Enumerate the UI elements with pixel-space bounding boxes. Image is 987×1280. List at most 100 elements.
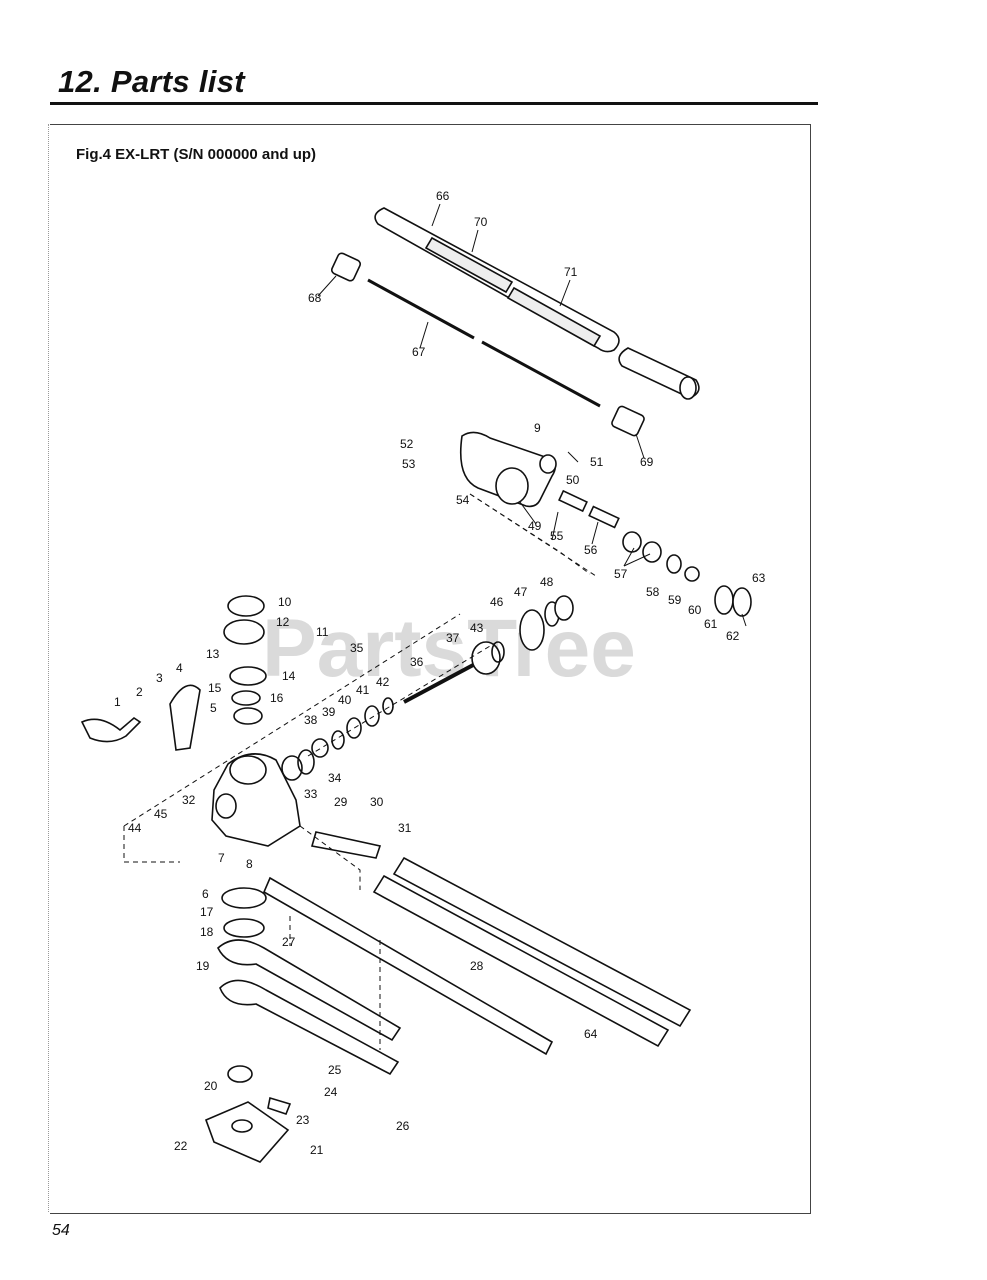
callout-6: 6 [202, 887, 209, 901]
callout-22: 22 [174, 1139, 188, 1153]
callout-39: 39 [322, 705, 336, 719]
gasket-12 [223, 619, 265, 645]
callout-57: 57 [614, 567, 628, 581]
callout-3: 3 [156, 671, 163, 685]
pinion-56 [588, 505, 620, 529]
callout-70: 70 [474, 215, 488, 229]
page-number: 54 [52, 1222, 70, 1239]
plate-29 [310, 831, 382, 859]
callout-35: 35 [350, 641, 364, 655]
ring-58 [666, 554, 682, 574]
seal-46 [519, 609, 545, 651]
callout-42: 42 [376, 675, 390, 689]
callout-28: 28 [470, 959, 484, 973]
parts-drawing [80, 207, 752, 1163]
callout-51: 51 [590, 455, 604, 469]
spacer-16 [233, 707, 263, 725]
watermark-text: PartsTree [262, 603, 636, 694]
callout-61: 61 [704, 617, 718, 631]
plate-10 [227, 595, 265, 617]
washer-42 [382, 697, 394, 715]
callout-25: 25 [328, 1063, 342, 1077]
callout-40: 40 [338, 693, 352, 707]
grip-tube-end [679, 376, 697, 400]
callout-24: 24 [324, 1085, 338, 1099]
callout-33: 33 [304, 787, 318, 801]
callout-58: 58 [646, 585, 660, 599]
callout-30: 30 [370, 795, 384, 809]
callout-labels: 1 2 3 4 5 6 7 8 9 10 11 12 13 14 15 16 1… [114, 189, 766, 1157]
callout-47: 47 [514, 585, 528, 599]
spacer-20 [227, 1065, 253, 1083]
callout-38: 38 [304, 713, 318, 727]
callout-54: 54 [456, 493, 470, 507]
washer-40 [346, 717, 362, 739]
callout-69: 69 [640, 455, 654, 469]
callout-56: 56 [584, 543, 598, 557]
callout-67: 67 [412, 345, 426, 359]
callout-2: 2 [136, 685, 143, 699]
shaft-55 [558, 489, 588, 513]
callout-11: 11 [316, 625, 329, 639]
callout-43: 43 [470, 621, 484, 635]
callout-20: 20 [204, 1079, 218, 1093]
callout-45: 45 [154, 807, 168, 821]
blade-cover-64b [372, 874, 670, 1048]
shaft-tube-band-70 [424, 236, 514, 294]
callout-32: 32 [182, 793, 196, 807]
figure-caption: Fig.4 EX-LRT (S/N 000000 and up) [76, 146, 317, 163]
callout-7: 7 [218, 851, 225, 865]
bushing-69 [611, 405, 645, 437]
callout-14: 14 [282, 669, 296, 683]
gear-37 [471, 641, 501, 675]
callout-13: 13 [206, 647, 220, 661]
callout-1: 1 [114, 695, 121, 709]
callout-18: 18 [200, 925, 214, 939]
gear-14 [229, 666, 267, 686]
callout-52: 52 [400, 437, 414, 451]
page-title: 12. Parts list [58, 64, 245, 99]
callout-4: 4 [176, 661, 183, 675]
washer-41 [364, 705, 380, 727]
gear-case-bore [229, 755, 267, 785]
callout-55: 55 [550, 529, 564, 543]
callout-12: 12 [276, 615, 290, 629]
drive-shaft-a [367, 278, 475, 340]
gear-head-bore [495, 467, 529, 505]
callout-31a: 31 [398, 821, 412, 835]
callout-27: 27 [282, 935, 296, 949]
callout-37: 37 [446, 631, 460, 645]
cover-62 [732, 587, 752, 617]
callout-50: 50 [566, 473, 580, 487]
callout-16: 16 [270, 691, 284, 705]
ring-15 [231, 690, 261, 706]
lever-1 [80, 716, 142, 743]
callout-34: 34 [328, 771, 342, 785]
callout-17: 17 [200, 905, 214, 919]
figure-frame-left-edge [48, 124, 50, 1212]
callout-21: 21 [310, 1143, 324, 1157]
callout-41: 41 [356, 683, 370, 697]
nut-59 [684, 566, 700, 582]
leader-lines [123, 203, 747, 1050]
guide-bar-28 [262, 876, 554, 1056]
callout-53: 53 [402, 457, 416, 471]
callout-62: 62 [726, 629, 740, 643]
callout-29: 29 [334, 795, 348, 809]
callout-15: 15 [208, 681, 222, 695]
shaft-tube-band-71 [506, 286, 602, 348]
callout-8: 8 [246, 857, 253, 871]
callout-60: 60 [688, 603, 702, 617]
bearing-33 [281, 755, 303, 781]
blade-19b [219, 979, 400, 1076]
ring-18 [223, 918, 265, 938]
callout-68: 68 [308, 291, 322, 305]
bearing-57a [622, 531, 642, 553]
bracket-4 [169, 684, 201, 751]
bearing-57b [642, 541, 662, 563]
callout-19a: 19 [196, 959, 210, 973]
callout-36: 36 [410, 655, 424, 669]
callout-46: 46 [490, 595, 504, 609]
callout-49: 49 [528, 519, 542, 533]
